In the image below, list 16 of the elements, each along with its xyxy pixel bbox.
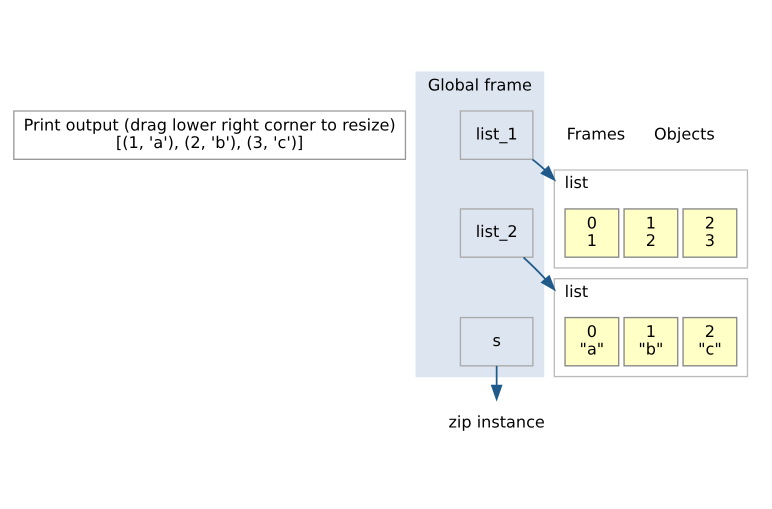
node-box: Print output (drag lower right corner to resize) [(1, 'a'), (2, 'b'), (3, 'c')]	[13, 110, 406, 160]
label: Objects	[654, 124, 715, 144]
node-box: list_2	[460, 208, 534, 258]
node-box: 0 1	[564, 208, 620, 258]
node-box: 1 "b"	[623, 316, 678, 366]
arrow	[532, 158, 556, 182]
node-box: 0 "a"	[564, 316, 620, 366]
node-box: 2 3	[682, 208, 738, 258]
arrow	[490, 366, 503, 402]
node-box: s	[460, 316, 534, 366]
node-box: 1 2	[623, 208, 678, 258]
node-text: zip instance	[448, 412, 545, 432]
node-box: 2 "c"	[682, 316, 738, 366]
label: Frames	[566, 124, 626, 144]
node-box: list_1	[460, 110, 534, 160]
arrow	[522, 256, 556, 292]
